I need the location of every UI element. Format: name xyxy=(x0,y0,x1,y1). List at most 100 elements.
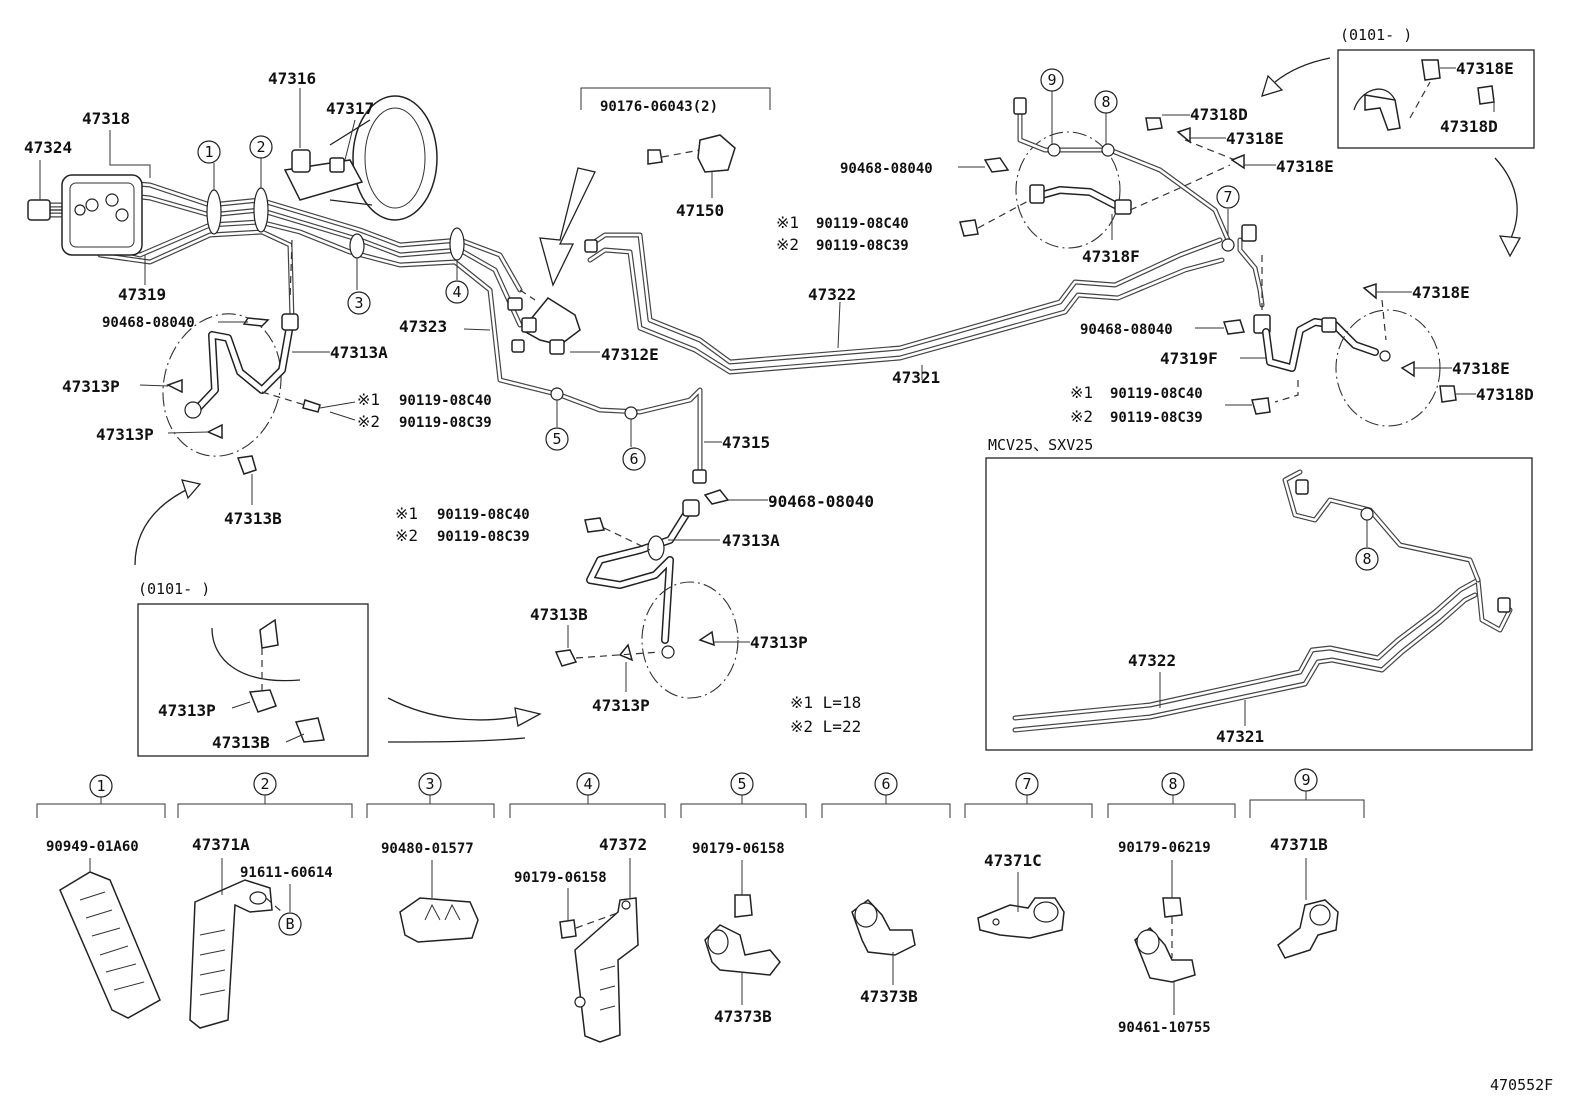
callout-5: 5 xyxy=(552,430,561,448)
clamp2-part-a: 47371A xyxy=(192,835,250,854)
bolt2-a: 90119-08C39 xyxy=(399,415,492,431)
label-47318E-b: 47318E xyxy=(1276,157,1334,176)
clamp3-part-a: 90480-01577 xyxy=(381,841,474,857)
label-47313P-b: 47313P xyxy=(96,425,154,444)
label-90176: 90176-06043(2) xyxy=(600,99,718,115)
brake-booster xyxy=(352,95,438,221)
clamp5-part-b: 47373B xyxy=(714,1007,772,1026)
clamp-7: 7 47371C xyxy=(964,772,1093,939)
label-text: 2 xyxy=(256,138,265,156)
label-47316: 47316 xyxy=(268,69,316,88)
clamp9-part-a: 47371B xyxy=(1270,835,1328,854)
main-rear-pipes: 47322 47321 xyxy=(584,232,1225,387)
bracket-47150-box: 90176-06043(2) 47150 xyxy=(539,87,771,287)
inset-bl-date: (0101- ) xyxy=(138,580,210,598)
clamp-9: 9 47371B xyxy=(1249,768,1365,959)
label-47318E-e: 47318E xyxy=(1452,359,1510,378)
label-47313P-a: 47313P xyxy=(62,377,120,396)
callout-7: 7 xyxy=(1223,188,1232,206)
bolt2-c: 90119-08C39 xyxy=(816,238,909,254)
arrow-down-47150 xyxy=(539,167,596,287)
master-cylinder-area: 1 2 3 4 47324 47318 47316 47317 47319 xyxy=(24,69,563,398)
callout-8-inset: 8 xyxy=(1362,550,1371,568)
label-47313B-a: 47313B xyxy=(224,509,282,528)
clamp-1: 1 90949-01A60 xyxy=(36,774,166,1019)
label-text: 2 xyxy=(260,775,269,793)
front-left-hose-area: 90468-08040 47313A 47313P 47313P 47313B … xyxy=(62,313,492,528)
clamp8-part-a: 90179-06219 xyxy=(1118,840,1211,856)
callout-6: 6 xyxy=(629,450,638,468)
label-47318D-a: 47318D xyxy=(1190,105,1248,124)
label-text: 3 xyxy=(354,294,363,312)
figure-code: 470552F xyxy=(1490,1076,1553,1094)
label-90468-d: 90468-08040 xyxy=(1080,322,1173,338)
clamp4-part-b: 90179-06158 xyxy=(514,870,607,886)
label-47313B-c: 47313B xyxy=(212,733,270,752)
label-text: 1 xyxy=(204,143,213,161)
label-47323: 47323 xyxy=(399,317,447,336)
clamp-catalog: 1 90949-01A60 2 47371A 91611-60614 B 3 xyxy=(36,768,1365,1043)
label-47313A-a: 47313A xyxy=(330,343,388,362)
note1-mark-c: ※1 xyxy=(776,213,799,232)
label-90468-b: 90468-08040 xyxy=(768,492,874,511)
bolt2-b: 90119-08C39 xyxy=(437,529,530,545)
label-text: 8 xyxy=(1168,775,1177,793)
clamp1-part-a: 90949-01A60 xyxy=(46,839,139,855)
callout-1: 1 xyxy=(197,140,221,190)
label-47315: 47315 xyxy=(722,433,770,452)
clamp2-part-b: 91611-60614 xyxy=(240,865,333,881)
label-47312E: 47312E xyxy=(601,345,659,364)
note-l22: ※2 L=22 xyxy=(790,717,861,736)
label-47318D-b: 47318D xyxy=(1440,117,1498,136)
clamp-2: 2 47371A 91611-60614 B xyxy=(177,772,353,1029)
clamp4-part-a: 47372 xyxy=(599,835,647,854)
rear-left-hose-area: 9 8 7 90468-08040 ※1 90119-08C40 ※2 9011… xyxy=(776,68,1334,266)
note1-mark-d: ※1 xyxy=(1070,383,1093,402)
clamp-4: 4 47372 90179-06158 xyxy=(509,772,666,1043)
clamp-5: 5 90179-06158 47373B xyxy=(680,772,807,1026)
label-47324: 47324 xyxy=(24,138,72,157)
bolt1-c: 90119-08C40 xyxy=(816,216,909,232)
label-text: 5 xyxy=(737,775,746,793)
label-47322-b: 47322 xyxy=(1128,651,1176,670)
label-47321-b: 47321 xyxy=(1216,727,1264,746)
clamp-8: 8 90179-06219 90461-10755 xyxy=(1107,772,1236,1036)
note2-mark-a: ※2 xyxy=(357,412,380,431)
inset-top-right: (0101- ) 47318E 47318D xyxy=(1337,26,1535,149)
callout-8: 8 xyxy=(1101,93,1110,111)
front-right-hose-area: 90468-08040 ※1 90119-08C40 ※2 90119-08C3… xyxy=(395,489,874,736)
note-l18: ※1 L=18 xyxy=(790,693,861,712)
label-90468-a: 90468-08040 xyxy=(102,315,195,331)
label-text: 9 xyxy=(1301,771,1310,789)
callout-9: 9 xyxy=(1047,71,1056,89)
inset-model-label: MCV25、SXV25 xyxy=(988,436,1093,454)
bolt1-d: 90119-08C40 xyxy=(1110,386,1203,402)
label-text: 3 xyxy=(425,775,434,793)
label-47150: 47150 xyxy=(676,201,724,220)
inset-bottom-left: (0101- ) 47313P 47313B xyxy=(137,580,369,757)
inset-tr-date: (0101- ) xyxy=(1340,26,1412,44)
brake-tube-joint xyxy=(520,297,581,346)
note1-mark-b: ※1 xyxy=(395,504,418,523)
arrow-curve-left xyxy=(134,487,191,566)
label-47321-a: 47321 xyxy=(892,368,940,387)
label-47322-a: 47322 xyxy=(808,285,856,304)
label-47313P-d: 47313P xyxy=(592,696,650,715)
center-pipes: 5 6 47323 47312E 47315 xyxy=(399,297,770,484)
label-47318F: 47318F xyxy=(1082,247,1140,266)
label-text: 4 xyxy=(452,283,461,301)
clamp5-part-a: 90179-06158 xyxy=(692,841,785,857)
note2-mark-c: ※2 xyxy=(776,235,799,254)
clamp-3: 3 90480-01577 xyxy=(366,772,495,943)
bolt1-a: 90119-08C40 xyxy=(399,393,492,409)
label-47318E-c: 47318E xyxy=(1456,59,1514,78)
label-text: 4 xyxy=(583,775,592,793)
callout-2: 2 xyxy=(249,135,273,188)
clamp-6: 6 47373B xyxy=(821,772,951,1006)
note1-mark-a: ※1 xyxy=(357,390,380,409)
callout-3: 3 xyxy=(347,258,371,315)
label-47318E-a: 47318E xyxy=(1226,129,1284,148)
label-47318D-c: 47318D xyxy=(1476,385,1534,404)
label-text: 7 xyxy=(1022,775,1031,793)
